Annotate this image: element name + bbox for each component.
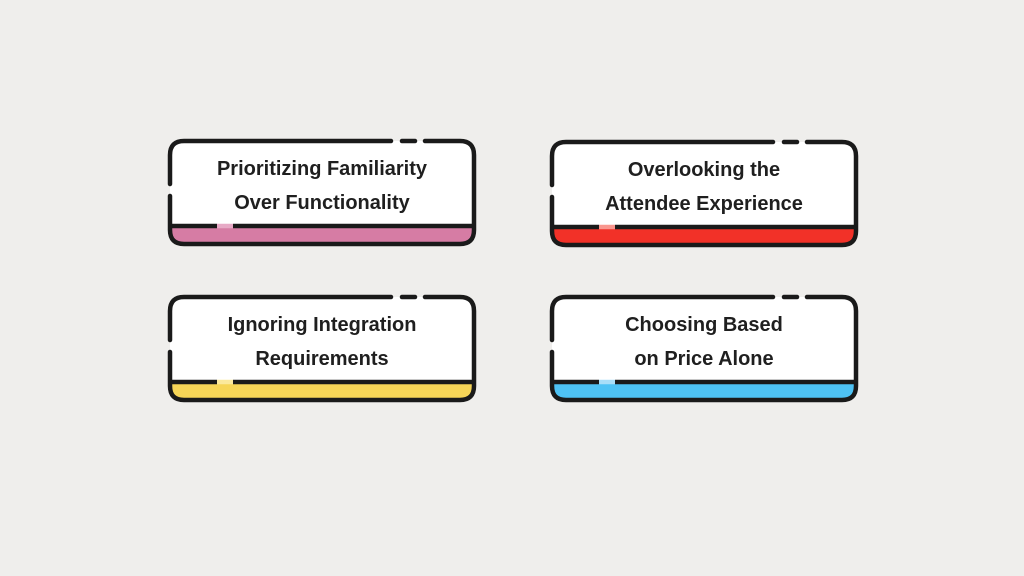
card-frame [549,294,859,403]
card-background [552,297,856,400]
card-border-wrap [549,139,859,248]
card-title: Choosing Based on Price Alone [625,314,783,370]
accent-bar [170,380,474,400]
card-border-wrap [167,294,477,403]
card-frame [549,139,859,248]
card-overlooking-attendee-experience: Overlooking the Attendee Experience [549,139,859,248]
card-title: Overlooking the Attendee Experience [605,159,803,215]
card-border-main [549,139,776,188]
card-border-main [549,294,776,343]
card-background [170,297,474,400]
card-frame [167,294,477,403]
card-frame [167,138,477,247]
accent-bar [170,224,474,244]
card-border-wrap [549,294,859,403]
card-background [170,141,474,244]
accent-bar [552,380,856,400]
card-border-main [167,138,394,187]
card-border-main [167,294,394,343]
card-title: Ignoring Integration Requirements [227,314,417,370]
accent-bar [552,225,856,245]
card-title: Prioritizing Familiarity Over Functional… [216,158,428,214]
card-border-wrap [167,138,477,247]
card-prioritizing-familiarity: Prioritizing Familiarity Over Functional… [167,138,477,247]
card-background [552,142,856,245]
card-ignoring-integration-requirements: Ignoring Integration Requirements [167,294,477,403]
card-choosing-based-on-price: Choosing Based on Price Alone [549,294,859,403]
